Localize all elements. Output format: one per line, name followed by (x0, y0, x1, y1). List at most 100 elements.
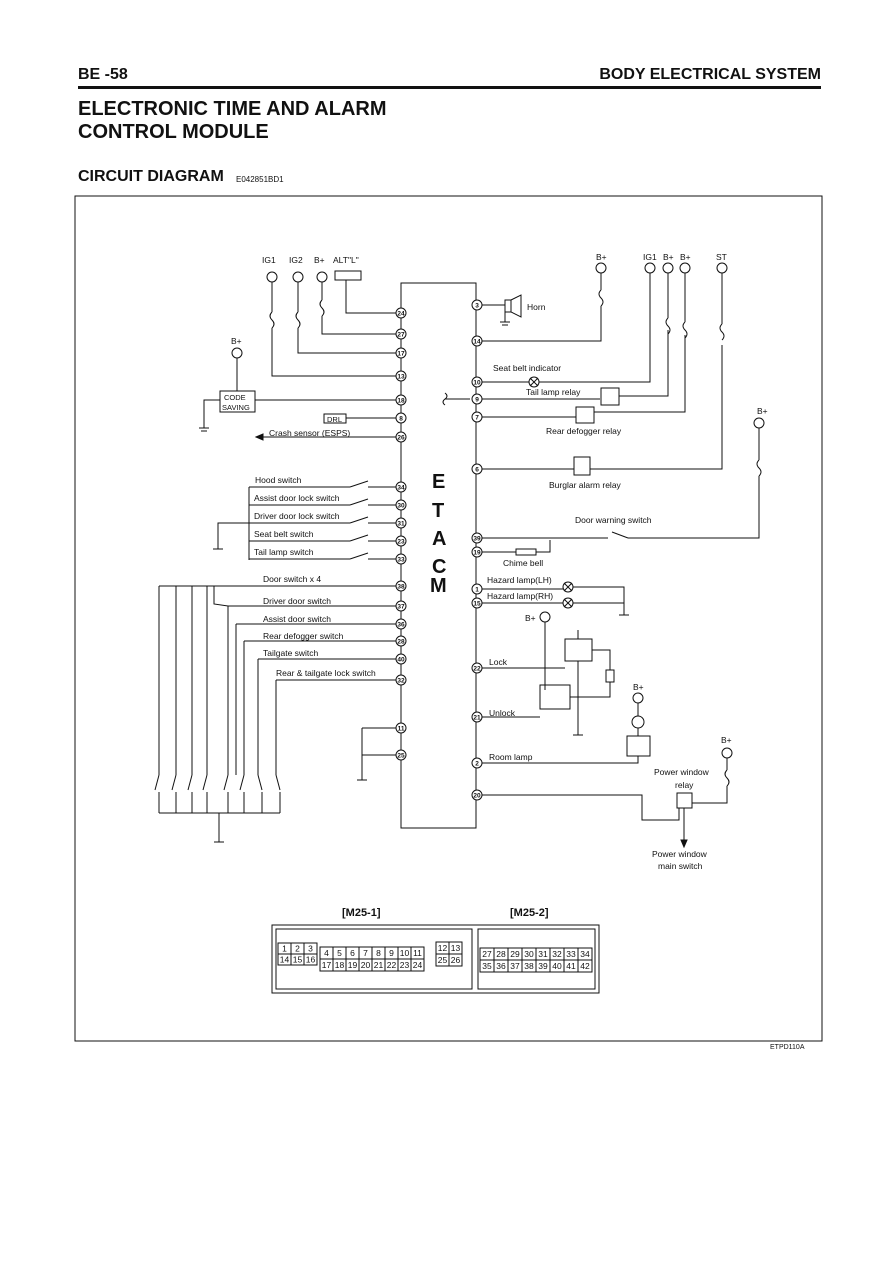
left-pin-33: 33 (397, 556, 405, 563)
m25-2-pin-30: 30 (524, 949, 534, 959)
supply-right-ig1: IG1 (643, 252, 657, 262)
m25-2-pin-42: 42 (580, 961, 590, 971)
tail-lamp-relay-label: Tail lamp relay (526, 387, 581, 397)
terminal-ig1 (266, 271, 278, 283)
left-pin-36: 36 (397, 621, 405, 628)
right-pin-3: 3 (475, 302, 479, 309)
m25-2-pin-29: 29 (510, 949, 520, 959)
lock-relay-icon (564, 638, 593, 662)
code-saving-box (219, 390, 256, 413)
m25-1-pin-18: 18 (335, 960, 345, 970)
connector-m25-1-title: [M25-1] (342, 907, 381, 919)
assist-door-lock-switch-label: Assist door lock switch (254, 493, 340, 503)
room-lamp-label: Room lamp (489, 752, 533, 762)
power-window-relay-label-2: relay (675, 780, 694, 790)
left-pin-30-circle (395, 499, 407, 511)
left-pin-24: 24 (397, 310, 405, 317)
alt-l-box (334, 270, 362, 281)
m25-2-pin-34: 34 (580, 949, 590, 959)
left-pin-31-circle (395, 517, 407, 529)
page-title: ELECTRONIC TIME AND ALARM CONTROL MODULE (78, 98, 387, 143)
horn-label: Horn (527, 302, 546, 312)
etacm-letter-a: A (432, 528, 446, 550)
supply-right-bplus: B+ (596, 252, 607, 262)
left-pin-24-circle (395, 307, 407, 319)
terminal-bplus-lock (539, 611, 551, 623)
left-pin-31: 31 (397, 520, 405, 527)
m25-1-pin-7: 7 (363, 948, 368, 958)
code-saving-label-1: CODE (224, 393, 246, 402)
door-switch-x4-label: Door switch x 4 (263, 574, 321, 584)
supply-right-bplus-3: B+ (680, 252, 691, 262)
right-pin-9: 9 (475, 396, 479, 403)
m25-2-pin-36: 36 (496, 961, 506, 971)
left-pin-23-circle (395, 535, 407, 547)
seat-belt-indicator-label: Seat belt indicator (493, 363, 561, 373)
left-pin-25-circle (395, 749, 407, 761)
right-pin-19: 19 (473, 549, 481, 556)
bplus-door-warning: B+ (757, 406, 768, 416)
left-pin-27-circle (395, 328, 407, 340)
left-pin-37-circle (395, 600, 407, 612)
m25-1-pin-17: 17 (322, 960, 332, 970)
left-pin-30: 30 (397, 502, 405, 509)
figure-code: ETPD110A (770, 1044, 805, 1051)
m25-1-pin-19: 19 (348, 960, 358, 970)
left-pin-8-circle (395, 412, 407, 424)
left-pin-11-circle (395, 722, 407, 734)
left-pin-23: 23 (397, 538, 405, 545)
rear-tailgate-lock-switch-label: Rear & tailgate lock switch (276, 668, 376, 678)
m25-2-pin-28: 28 (496, 949, 506, 959)
power-window-main-switch-label-2: main switch (658, 861, 703, 871)
hazard-lamp-rh-label: Hazard lamp(RH) (487, 591, 553, 601)
m25-1-pin-20: 20 (361, 960, 371, 970)
etacm-letter-e: E (432, 471, 445, 493)
seat-belt-switch-label: Seat belt switch (254, 529, 314, 539)
unlock-label: Unlock (489, 708, 516, 718)
supply-ig1: IG1 (262, 255, 276, 265)
m25-1-pin-23: 23 (400, 960, 410, 970)
code-saving-label-2: SAVING (222, 403, 250, 412)
chime-bell-label: Chime bell (503, 558, 543, 568)
left-pin-34: 34 (397, 484, 405, 491)
m25-1-pin-26: 26 (451, 955, 461, 965)
connector-m25-1 (275, 928, 473, 990)
m25-1-pin-1: 1 (282, 944, 287, 954)
right-pin-6: 6 (475, 466, 479, 473)
m25-1-pin-24-box (410, 958, 425, 972)
terminal-right-bplus-3 (679, 262, 691, 274)
room-lamp-icon (631, 715, 645, 729)
m25-1-pin-16: 16 (306, 955, 316, 965)
left-pin-32-circle (395, 674, 407, 686)
left-pin-26-circle (395, 431, 407, 443)
power-window-relay-label-1: Power window (654, 767, 710, 777)
left-pin-18-circle (395, 394, 407, 406)
driver-door-lock-switch-label: Driver door lock switch (254, 511, 340, 521)
terminal-bplus-power-window (721, 747, 733, 759)
left-pin-8: 8 (399, 415, 403, 422)
room-lamp-switch-icon (626, 735, 651, 757)
tail-lamp-relay-icon (600, 387, 620, 406)
burglar-alarm-relay-label: Burglar alarm relay (549, 480, 622, 490)
hood-switch-label: Hood switch (255, 475, 302, 485)
supply-right-bplus-2: B+ (663, 252, 674, 262)
lock-label: Lock (489, 657, 508, 667)
m25-2-pin-31: 31 (538, 949, 548, 959)
power-window-relay-icon (676, 792, 693, 809)
bplus-lock-label: B+ (525, 613, 536, 623)
door-lock-actuator-icon (605, 669, 615, 683)
left-pin-34-circle (395, 481, 407, 493)
terminal-st (716, 262, 728, 274)
horn-icon (510, 294, 522, 318)
terminal-bplus-code (231, 347, 243, 359)
right-pin-10: 10 (473, 379, 481, 386)
m25-2-pin-37: 37 (510, 961, 520, 971)
left-pin-17: 17 (397, 350, 405, 357)
left-pin-28: 28 (397, 638, 405, 645)
left-pin-25: 25 (397, 752, 405, 759)
m25-1-pin-15: 15 (293, 955, 303, 965)
left-pin-13: 13 (397, 373, 405, 380)
right-pin-1: 1 (475, 586, 479, 593)
m25-1-pin-11: 11 (413, 948, 422, 958)
